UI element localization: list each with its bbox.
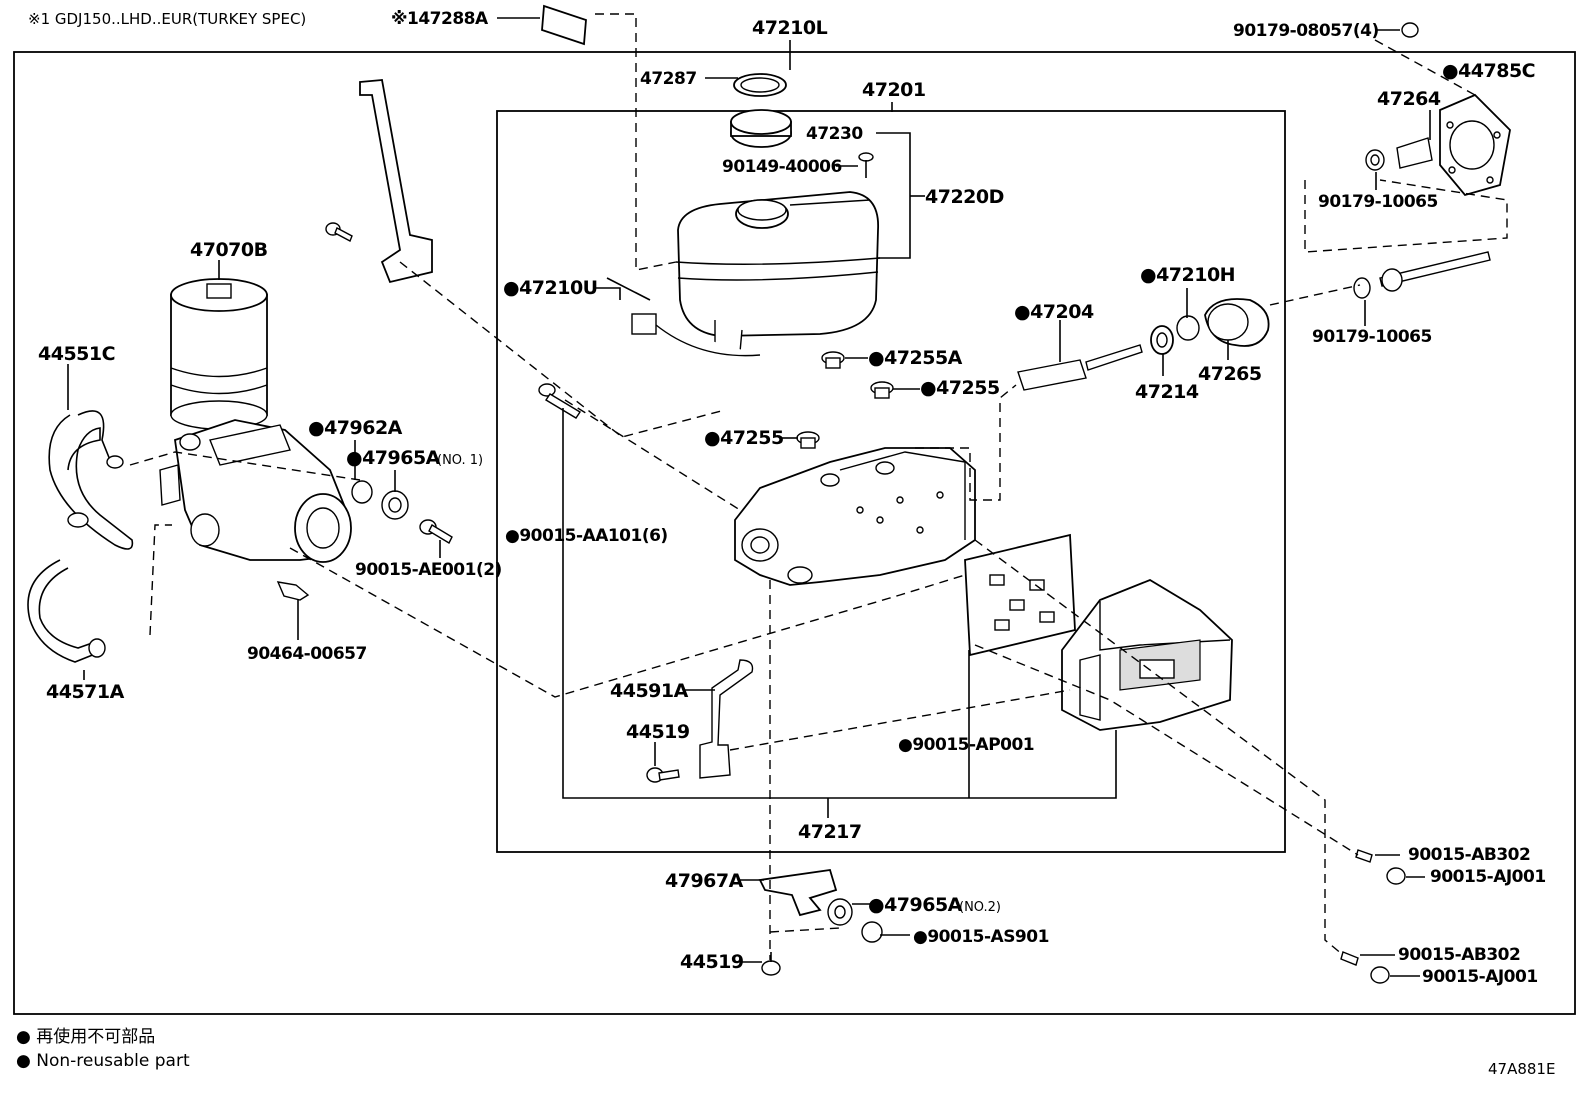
label-90015-AJ001-lower: 90015-AJ001 (1422, 967, 1538, 987)
label-47255A: ●47255A (868, 347, 963, 369)
label-47965A-no1: ●47965A (346, 447, 441, 469)
label-47210H: ●47210H (1140, 264, 1235, 286)
assembly-47201-frame (496, 110, 1286, 853)
label-44785C: ●44785C (1442, 60, 1535, 82)
legend-japanese: ● 再使用不可部品 (16, 1026, 155, 1047)
spec-note: ※1 GDJ150..LHD..EUR(TURKEY SPEC) (28, 10, 306, 28)
label-47264: 47264 (1377, 88, 1441, 110)
label-90015-AB302-upper: 90015-AB302 (1408, 845, 1530, 865)
bolt-44519-lower (761, 952, 781, 976)
cushion-47962A (351, 480, 373, 504)
label-47230: 47230 (806, 124, 863, 144)
label-47255-lower: ●47255 (704, 427, 784, 449)
master-cylinder-body (734, 447, 976, 586)
clip-90464 (276, 581, 310, 601)
assembly-47217-bracket (562, 522, 1117, 799)
label-44551C: 44551C (38, 343, 115, 365)
label-47287: 47287 (640, 69, 697, 89)
bolts-90015-right (1340, 849, 1406, 984)
label-47210L: 47210L (752, 17, 828, 39)
boot-47265 (1204, 298, 1270, 347)
gasket-47287 (733, 73, 787, 97)
label-90015-AP001: ●90015-AP001 (898, 735, 1034, 755)
label-44571A: 44571A (46, 681, 125, 703)
label-90015-AJ001-upper: 90015-AJ001 (1430, 867, 1546, 887)
pipe-44551C (48, 410, 134, 550)
label-90179-10065-lower: 90179-10065 (1312, 327, 1432, 347)
outer-frame (13, 51, 1576, 1015)
pump-motor (159, 419, 352, 563)
plug-47255-lower (796, 431, 820, 449)
label-44591A: 44591A (610, 680, 689, 702)
oring-47210H (1176, 315, 1200, 341)
label-47962A: ●47962A (308, 417, 403, 439)
bolt-90015-AA101 (538, 383, 581, 419)
label-47210U: ●47210U (503, 277, 598, 299)
label-90015-AE001: 90015-AE001(2) (355, 560, 502, 580)
stud-bolt (1353, 251, 1491, 299)
stroke-simulator-47204 (1017, 344, 1143, 391)
label-47965A-no2: ●47965A (868, 894, 963, 916)
accumulator-47070B (170, 278, 268, 430)
nut-90179-08057 (1401, 22, 1419, 38)
label-47220D: 47220D (925, 186, 1004, 208)
label-plate-47288A (541, 4, 587, 46)
nut-90179-10065-upper (1365, 149, 1385, 171)
leader-lines (67, 17, 1431, 977)
bracket-47967A (758, 868, 838, 917)
label-90464-00657: 90464-00657 (247, 644, 367, 664)
plug-47255A (821, 351, 845, 369)
label-90015-AB302-lower: 90015-AB302 (1398, 945, 1520, 965)
label-90015-AS901: ●90015-AS901 (913, 927, 1049, 947)
leader-line (876, 132, 911, 259)
legend-english: ● Non-reusable part (16, 1051, 190, 1071)
collar-90015-AS901 (861, 921, 883, 943)
gasket-plate (964, 533, 1076, 657)
bracket-upper (359, 79, 433, 284)
label-90149-40006: 90149-40006 (722, 157, 842, 177)
diagram-id: 47A881E (1488, 1060, 1555, 1078)
clip-47264 (1396, 137, 1433, 169)
level-switch-47210U (606, 277, 761, 357)
bolt-44519-upper (646, 767, 680, 783)
label-47214: 47214 (1135, 381, 1199, 403)
bracket-44591A (699, 659, 754, 779)
reservoir-cap (730, 109, 792, 148)
label-44519-lower: 44519 (680, 951, 744, 973)
plate-44785C (1439, 93, 1511, 197)
label-90015-AA101: ●90015-AA101(6) (505, 526, 668, 546)
label-47967A: 47967A (665, 870, 744, 892)
label-47265: 47265 (1198, 363, 1262, 385)
cushion-47965A-no1 (381, 490, 409, 520)
plug-47255-upper (870, 381, 894, 399)
note-47965A-no2: (NO.2) (959, 900, 1001, 915)
label-47070B: 47070B (190, 239, 268, 261)
guide-lines (129, 13, 1508, 960)
cushion-47965A-no2 (827, 898, 853, 926)
bolt-upper-left (325, 222, 353, 242)
label-47288A: ※147288A (391, 9, 489, 29)
label-90179-08057: 90179-08057(4) (1233, 21, 1379, 41)
bush-47214 (1150, 325, 1174, 355)
label-47204: ●47204 (1014, 301, 1094, 323)
screw-90149 (858, 152, 874, 178)
ecu-module (1061, 578, 1233, 731)
label-47217: 47217 (798, 821, 862, 843)
label-90179-10065-upper: 90179-10065 (1318, 192, 1438, 212)
note-47965A-no1: (NO. 1) (437, 453, 483, 468)
reservoir-tank (675, 191, 881, 353)
bolt-90015-AE001 (419, 519, 453, 544)
label-44519-upper: 44519 (626, 721, 690, 743)
label-47255-upper: ●47255 (920, 377, 1000, 399)
label-47201: 47201 (862, 79, 926, 101)
hose-44571A (27, 559, 106, 663)
